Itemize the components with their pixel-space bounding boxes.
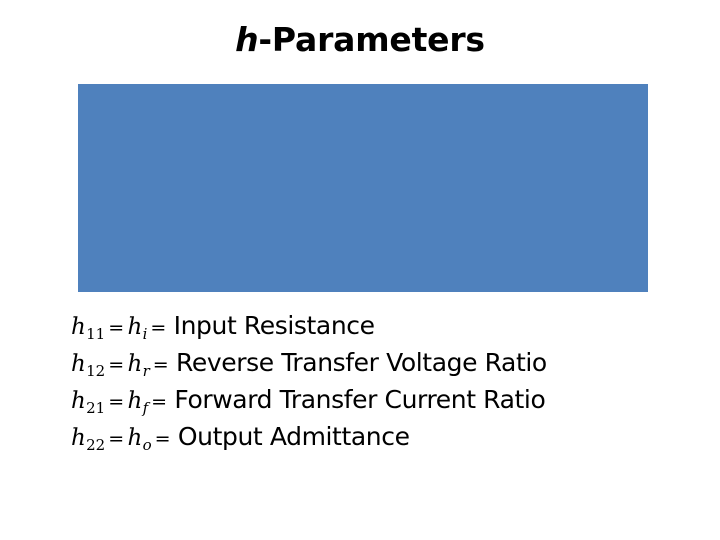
equals-sign-2: =	[152, 354, 169, 376]
h-subscript-numeric: 22	[86, 436, 106, 454]
title-rest: -Parameters	[258, 20, 485, 59]
h-subscript-alpha: i	[142, 325, 148, 343]
equals-sign-1: =	[108, 317, 125, 339]
parameter-description-0: Input Resistance	[173, 311, 375, 340]
h-symbol: h	[71, 388, 87, 414]
parameter-symbol-1: h12=hr=	[71, 351, 172, 380]
parameter-symbol-3: h22=ho=	[71, 425, 174, 454]
h-symbol: h	[71, 425, 87, 451]
parameter-description-2: Forward Transfer Current Ratio	[174, 385, 546, 414]
equals-sign-2: =	[154, 428, 171, 450]
equals-sign-1: =	[108, 354, 125, 376]
h-subscript-alpha: o	[142, 436, 152, 454]
parameter-description-3: Output Admittance	[177, 422, 410, 451]
h-symbol-alt: h	[127, 351, 143, 377]
h-subscript-numeric: 11	[86, 325, 106, 343]
equals-sign-1: =	[108, 428, 125, 450]
list-item: h22=ho=Output Admittance	[71, 418, 711, 455]
parameter-symbol-2: h21=hf=	[71, 388, 170, 417]
h-symbol: h	[71, 351, 87, 377]
equals-sign-2: =	[151, 391, 168, 413]
parameter-description-1: Reverse Transfer Voltage Ratio	[175, 348, 547, 377]
title-symbol: h	[235, 20, 259, 59]
h-subscript-numeric: 21	[86, 399, 106, 417]
h-symbol-alt: h	[127, 314, 143, 340]
h-subscript-numeric: 12	[86, 362, 106, 380]
h-symbol-alt: h	[127, 425, 143, 451]
list-item: h21=hf=Forward Transfer Current Ratio	[71, 381, 711, 418]
list-item: h11=hi=Input Resistance	[71, 307, 711, 344]
equals-sign-2: =	[150, 317, 167, 339]
h-subscript-alpha: r	[142, 362, 150, 380]
h-symbol: h	[71, 314, 87, 340]
parameter-definition-list: h11=hi=Input Resistance h12=hr=Reverse T…	[71, 307, 711, 455]
h-subscript-alpha: f	[142, 399, 149, 417]
equals-sign-1: =	[108, 391, 125, 413]
parameter-symbol-0: h11=hi=	[71, 314, 170, 343]
h-symbol-alt: h	[127, 388, 143, 414]
page-title: h-Parameters	[0, 20, 720, 60]
figure-image-placeholder	[78, 84, 648, 292]
list-item: h12=hr=Reverse Transfer Voltage Ratio	[71, 344, 711, 381]
